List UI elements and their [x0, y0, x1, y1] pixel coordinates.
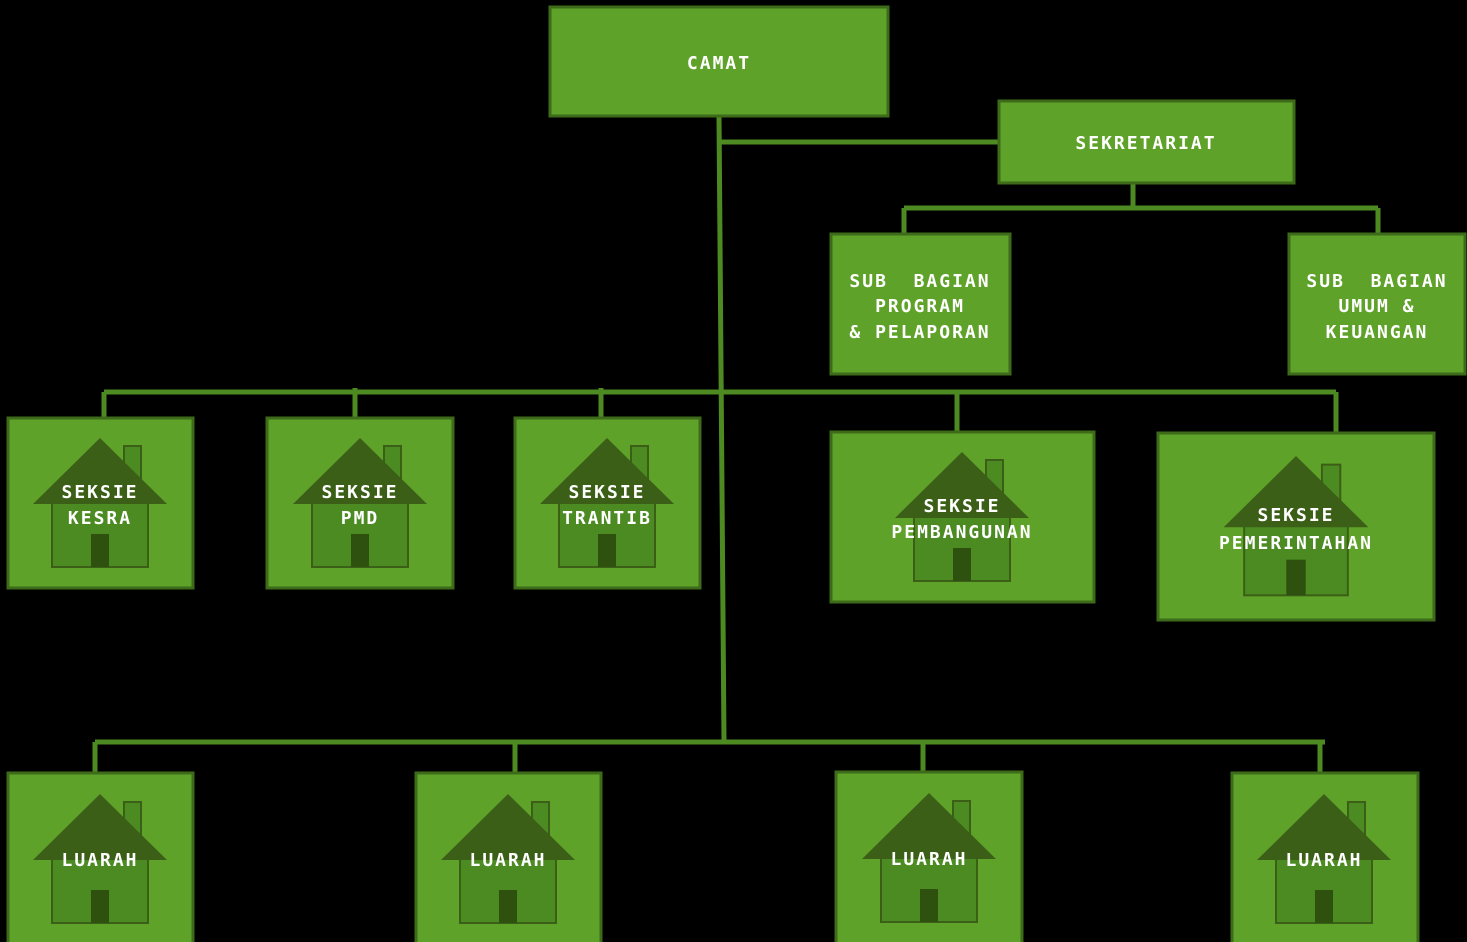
luarah-2-label: LUARAH	[469, 850, 546, 871]
sub-program-line-2: PROGRAM	[875, 296, 965, 317]
luarah-1-label: LUARAH	[61, 850, 138, 871]
house-node-group: SEKSIE KESRA SEKSIE PMD SEKSIE TRANTIB SEKSIE P…	[6, 416, 1436, 942]
seksie-pemerintahan-label-2: PEMERINTAHAN	[1219, 533, 1373, 554]
sub-program-line-3: & PELAPORAN	[849, 322, 990, 343]
seksie-pmd-label-2: PMD	[341, 508, 380, 529]
node-sub-bagian-program: SUB BAGIAN PROGRAM & PELAPORAN	[829, 232, 1012, 376]
node-seksie-pembangunan: SEKSIE PEMBANGUNAN	[829, 430, 1096, 604]
node-seksie-kesra: SEKSIE KESRA	[6, 416, 195, 590]
node-seksie-trantib: SEKSIE TRANTIB	[513, 416, 702, 590]
house-icon	[293, 438, 427, 568]
node-sub-bagian-umum: SUB BAGIAN UMUM & KEUANGAN	[1287, 232, 1467, 376]
house-icon	[1223, 456, 1369, 597]
house-icon	[33, 794, 167, 924]
house-icon	[1257, 794, 1391, 924]
sub-program-line-1: SUB BAGIAN	[849, 271, 990, 292]
node-seksie-pmd: SEKSIE PMD	[265, 416, 455, 590]
house-icon	[33, 438, 167, 568]
seksie-kesra-label-2: KESRA	[68, 508, 132, 529]
sub-umum-line-2: UMUM &	[1338, 296, 1415, 317]
seksie-pmd-label-1: SEKSIE	[321, 482, 398, 503]
seksie-trantib-label-2: TRANTIB	[562, 508, 652, 529]
house-icon	[895, 452, 1029, 582]
trunk-line	[716, 115, 727, 743]
sub-umum-line-3: KEUANGAN	[1326, 322, 1429, 343]
camat-label: CAMAT	[687, 53, 751, 74]
node-camat: CAMAT	[548, 5, 890, 118]
node-sekretariat: SEKRETARIAT	[997, 99, 1296, 185]
house-icon	[862, 793, 996, 923]
sub-umum-line-1: SUB BAGIAN	[1306, 271, 1447, 292]
seksie-pemerintahan-label-1: SEKSIE	[1257, 505, 1334, 526]
seksie-kesra-label-1: SEKSIE	[61, 482, 138, 503]
node-luarah-2: LUARAH	[414, 771, 603, 942]
luarah-4-label: LUARAH	[1285, 850, 1362, 871]
luarah-3-label: LUARAH	[890, 849, 967, 870]
node-seksie-pemerintahan: SEKSIE PEMERINTAHAN	[1156, 431, 1436, 622]
house-icon	[441, 794, 575, 924]
node-luarah-4: LUARAH	[1230, 771, 1420, 942]
sekretariat-label: SEKRETARIAT	[1075, 133, 1216, 154]
seksie-pembangunan-label-1: SEKSIE	[923, 496, 1000, 517]
seksie-trantib-label-1: SEKSIE	[568, 482, 645, 503]
node-luarah-1: LUARAH	[6, 771, 195, 942]
seksie-pembangunan-label-2: PEMBANGUNAN	[891, 522, 1032, 543]
node-luarah-3: LUARAH	[834, 770, 1024, 942]
house-icon	[540, 438, 674, 568]
